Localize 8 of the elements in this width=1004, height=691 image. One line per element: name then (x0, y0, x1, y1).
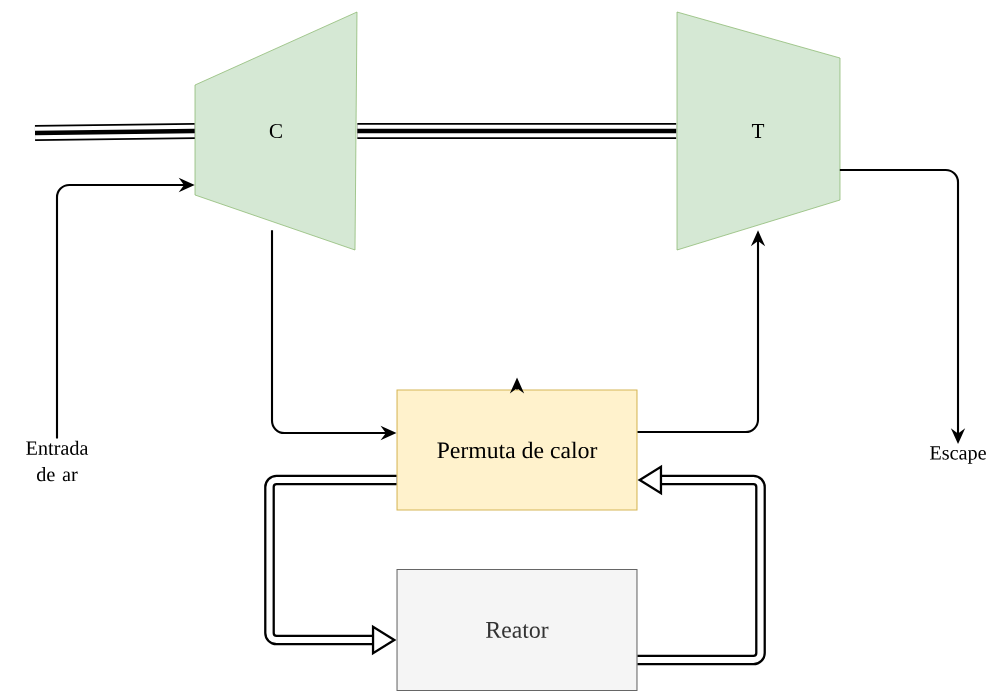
heat-exchanger-box: Permuta de calor (396, 389, 638, 511)
flow-label: Escape (930, 446, 986, 464)
turbine: T (676, 11, 841, 251)
shaft (357, 123, 677, 139)
flow-label: Entrada de ar (26, 440, 89, 482)
shaft (34, 123, 195, 141)
compressor: C (194, 11, 358, 251)
reactor-box: Reator (396, 569, 638, 691)
